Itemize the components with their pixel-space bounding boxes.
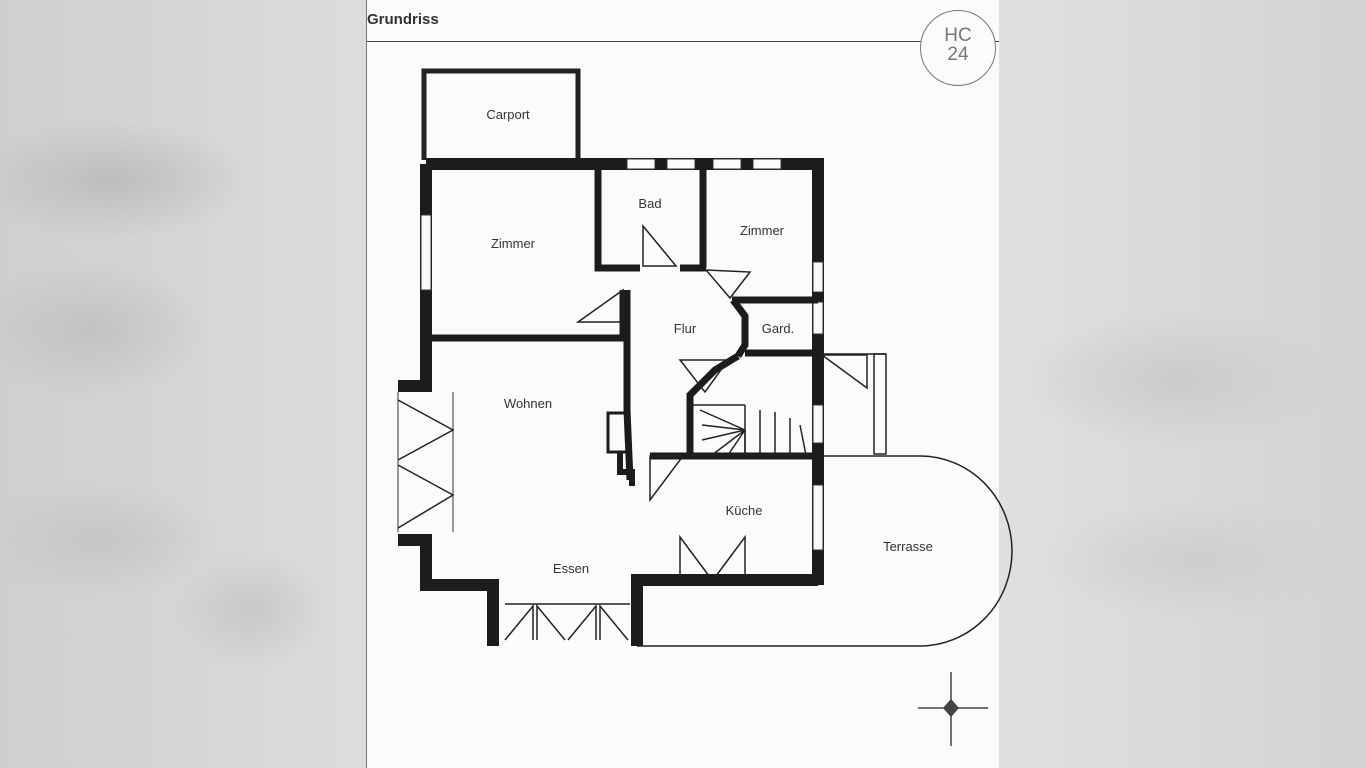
page-title: Grundriss [367, 11, 439, 28]
logo-text-bottom: 24 [947, 44, 969, 65]
room-label-zimmer-1: Zimmer [491, 236, 536, 251]
interior-walls [426, 164, 818, 486]
staircase [690, 404, 810, 456]
room-label-essen: Essen [553, 561, 589, 576]
room-label-terrasse: Terrasse [883, 539, 933, 554]
carport [421, 68, 581, 160]
room-label-carport: Carport [486, 107, 530, 122]
room-label-bad: Bad [638, 196, 661, 211]
room-label-kueche: Küche [726, 503, 763, 518]
room-label-wohnen: Wohnen [504, 396, 552, 411]
title-divider [367, 41, 999, 42]
doors [397, 223, 868, 641]
room-label-gard: Gard. [762, 321, 795, 336]
terrace [637, 353, 1013, 647]
logo-text-top: HC [944, 25, 972, 46]
room-label-zimmer-2: Zimmer [740, 223, 785, 238]
floorplan-sheet: Grundriss HC 24 [366, 0, 999, 768]
compass-icon [918, 672, 988, 746]
hc24-logo: HC 24 [920, 10, 996, 86]
room-label-flur: Flur [674, 321, 697, 336]
